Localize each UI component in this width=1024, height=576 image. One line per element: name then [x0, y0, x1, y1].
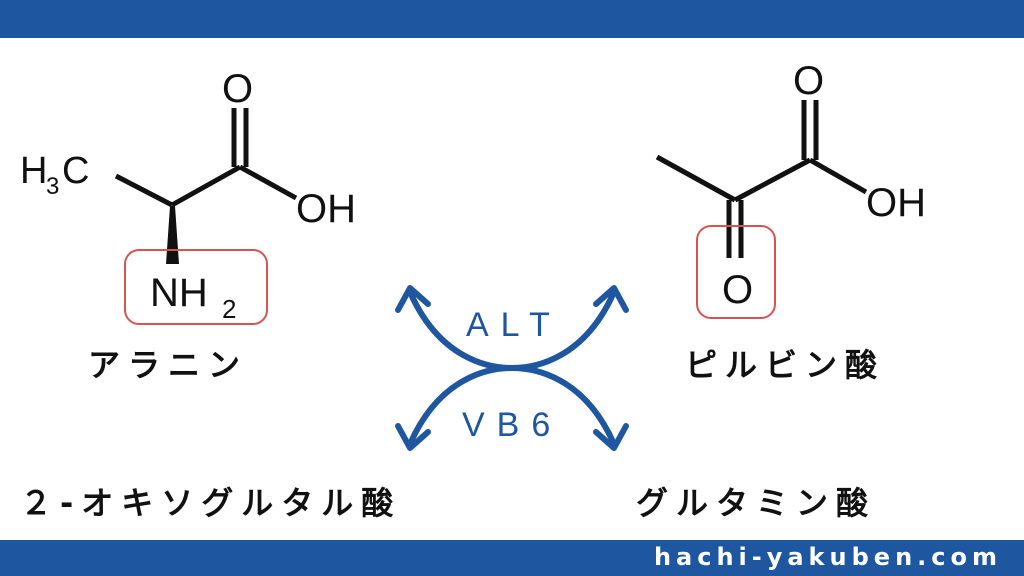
alanine-bond-carboxyl — [170, 164, 242, 208]
pyruvic-hydroxyl: OH — [866, 181, 926, 225]
alanine-methyl-h: H — [20, 150, 47, 192]
arrowhead-bottom-left — [395, 423, 431, 451]
bottom-banner — [0, 540, 1024, 576]
pyruvic-keto-o: O — [722, 268, 753, 312]
lower-arc-arrow — [407, 365, 617, 447]
arrowhead-top-left — [395, 285, 431, 313]
keto-group-highlight — [696, 225, 776, 319]
crossing-arrows — [395, 285, 629, 451]
alanine-methyl-c: C — [62, 150, 89, 192]
alanine-label: アラニン — [88, 346, 249, 384]
pyruvic-bond-carboxyl — [733, 157, 812, 203]
alanine-structure: H 3 C O OH NH 2 — [20, 67, 356, 325]
alanine-carbonyl-o: O — [222, 67, 253, 111]
enzyme-vb6-label: VB6 — [462, 406, 562, 444]
site-url: hachi-yakuben.com — [653, 543, 1002, 571]
pyruvic-bond-methyl — [655, 154, 737, 203]
pyruvic-acid-label: ピルビン酸 — [685, 346, 886, 384]
enzyme-alt-label: ALT — [466, 306, 562, 344]
arrowhead-bottom-right — [593, 423, 629, 451]
alanine-wedge-bond — [166, 206, 179, 264]
alanine-bond-oh — [238, 164, 298, 201]
amino-group-highlight — [124, 249, 268, 325]
top-banner — [0, 0, 1024, 38]
alanine-amino-subscript: 2 — [222, 294, 236, 324]
oxoglutaric-acid-label: ２-オキソグルタル酸 — [20, 484, 402, 522]
pyruvic-bond-oh — [808, 157, 868, 195]
pyruvic-acid-structure: O OH O — [655, 59, 926, 319]
arrowhead-top-right — [593, 285, 629, 313]
pyruvic-carbonyl-o: O — [793, 59, 824, 103]
alanine-methyl-subscript: 3 — [46, 173, 59, 200]
alanine-hydroxyl: OH — [296, 187, 356, 231]
alanine-bond-methyl — [114, 173, 174, 208]
alanine-amino: NH — [150, 271, 208, 315]
glutamic-acid-label: グルタミン酸 — [636, 484, 877, 522]
